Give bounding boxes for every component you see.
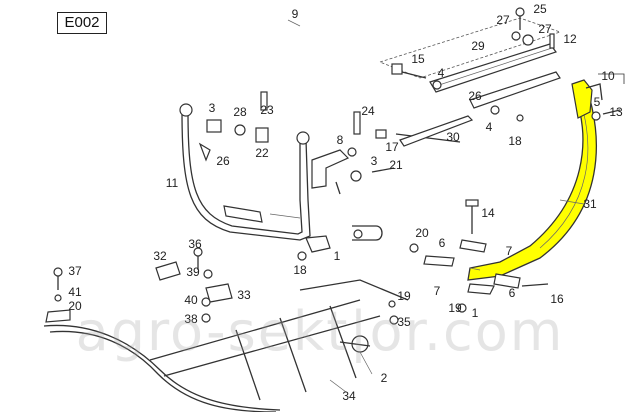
left-fasteners: [45, 247, 233, 323]
callout-c31: 31: [583, 197, 597, 211]
callout-c38: 38: [184, 312, 198, 326]
callout-c26b: 26: [216, 154, 230, 168]
callout-c13: 13: [609, 105, 623, 119]
callout-c1a: 1: [333, 249, 341, 263]
callout-c22: 22: [255, 146, 269, 160]
u-bolt-assembly: [297, 225, 383, 261]
callout-c3a: 3: [208, 101, 216, 115]
callout-c25: 25: [533, 2, 547, 16]
diagram-code-box: E002: [57, 12, 107, 34]
callout-c15: 15: [411, 52, 425, 66]
callout-c39: 39: [186, 265, 200, 279]
link-assembly: [311, 111, 474, 195]
callout-c28: 28: [233, 105, 247, 119]
callout-c33: 33: [237, 288, 251, 302]
callout-c20b: 20: [68, 299, 82, 313]
callout-c21: 21: [389, 158, 403, 172]
callout-c29: 29: [471, 39, 485, 53]
callout-c8: 8: [336, 133, 344, 147]
callout-c14: 14: [481, 206, 495, 220]
callout-c4b: 4: [485, 120, 493, 134]
callout-c2: 2: [380, 371, 388, 385]
drawbar-assembly: [378, 7, 562, 122]
callout-c6a: 6: [438, 236, 446, 250]
right-fasteners: [409, 199, 549, 313]
callout-c23: 23: [260, 103, 274, 117]
callout-c34: 34: [342, 389, 356, 403]
base-frame-34: [43, 279, 409, 412]
callout-c35: 35: [397, 315, 411, 329]
callout-c30: 30: [446, 130, 460, 144]
frame-11: [179, 91, 311, 241]
callout-c32: 32: [153, 249, 167, 263]
callout-c16: 16: [550, 292, 564, 306]
callout-c18b: 18: [293, 263, 307, 277]
highlighted-part-31: [467, 73, 625, 281]
callout-c6b: 6: [508, 286, 516, 300]
callout-c12: 12: [563, 32, 577, 46]
callout-c20a: 20: [415, 226, 429, 240]
callout-c9: 9: [291, 7, 299, 21]
callout-c1b: 1: [471, 306, 479, 320]
callout-c3b: 3: [370, 154, 378, 168]
callout-c27b: 27: [538, 22, 552, 36]
callout-c10: 10: [601, 69, 615, 83]
callout-c11: 11: [165, 176, 179, 190]
callout-c41: 41: [68, 285, 82, 299]
callout-c24: 24: [361, 104, 375, 118]
leader-lines: [287, 19, 585, 393]
callout-c17: 17: [385, 140, 399, 154]
callout-c37: 37: [68, 264, 82, 278]
callout-c7a: 7: [505, 244, 513, 258]
callout-c36: 36: [188, 237, 202, 251]
callout-c19: 19: [397, 289, 411, 303]
callout-c27a: 27: [496, 13, 510, 27]
callout-c19b: 19: [448, 301, 462, 315]
callout-c4a: 4: [437, 66, 445, 80]
callout-c5: 5: [593, 95, 601, 109]
callout-c18a: 18: [508, 134, 522, 148]
callout-c40: 40: [184, 293, 198, 307]
callout-c26a: 26: [468, 89, 482, 103]
callout-c7b: 7: [433, 284, 441, 298]
